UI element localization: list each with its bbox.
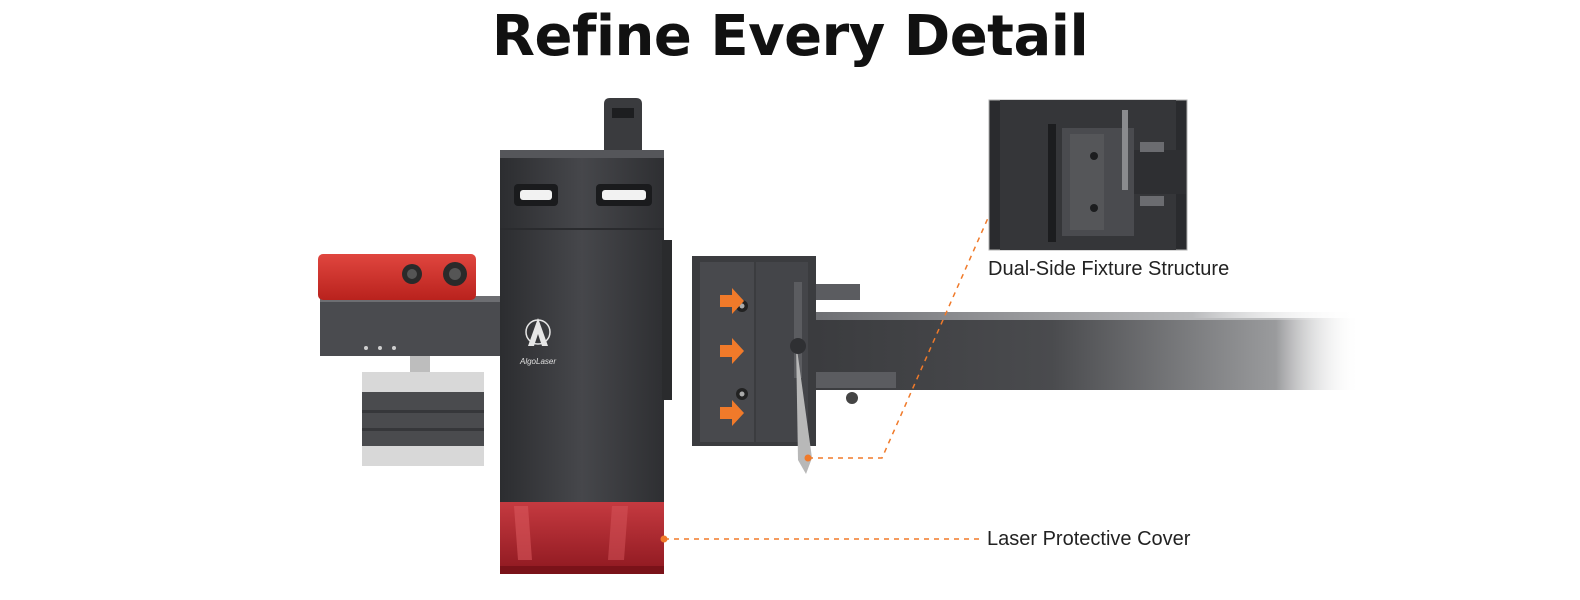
fixture-carriage	[692, 256, 896, 474]
laser-protective-cover	[500, 502, 664, 574]
red-module	[318, 254, 476, 300]
left-rail	[320, 296, 520, 356]
callout-fixture-label: Dual-Side Fixture Structure	[988, 258, 1230, 280]
orange-arrows	[720, 288, 744, 426]
arrow-right-icon	[720, 288, 744, 314]
stepper-motor	[362, 356, 484, 466]
brand-logo-text: AlgoLaser	[519, 357, 556, 366]
laser-module: AlgoLaser	[500, 98, 672, 574]
callout-cover-label: Laser Protective Cover	[987, 528, 1191, 550]
fixture-detail-inset	[988, 99, 1188, 251]
page-title: Refine Every Detail	[491, 4, 1089, 69]
brand-logo-icon	[525, 318, 551, 346]
callout-lines	[660, 217, 989, 543]
arrow-right-icon	[720, 338, 744, 364]
arrow-right-icon	[720, 400, 744, 426]
